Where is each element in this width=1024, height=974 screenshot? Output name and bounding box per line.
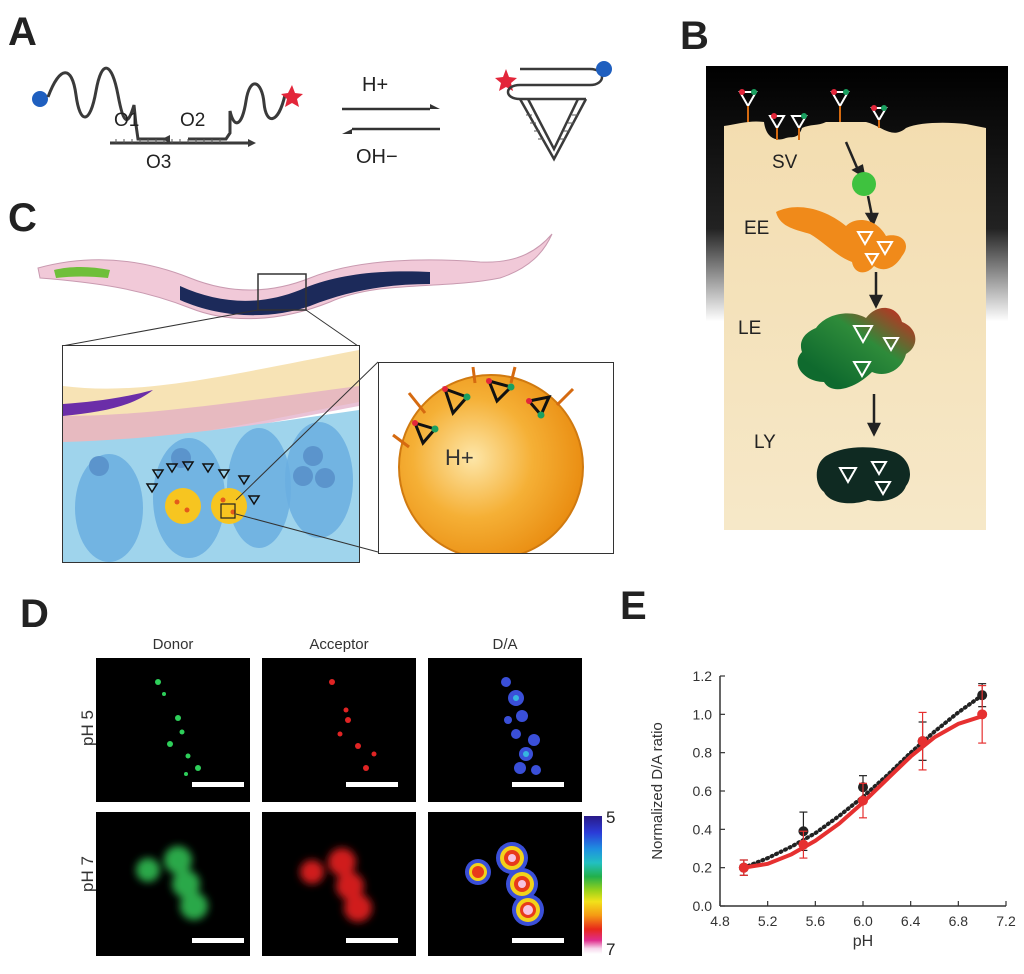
zoom-lines-1 [61, 309, 359, 347]
data-point [917, 736, 928, 747]
worm-intestine [180, 271, 430, 316]
vesicle-sv [852, 172, 876, 196]
y-tick-label: 0.0 [693, 898, 713, 914]
micrograph-donor-ph7 [96, 812, 250, 956]
y-tick-label: 0.8 [693, 745, 713, 761]
acceptor-star-icon-closed [495, 69, 517, 91]
endosome-large [398, 374, 584, 553]
ph-colorbar [584, 816, 602, 954]
panel-label-c: C [8, 196, 37, 240]
colorbar-tick-bottom: 7 [606, 940, 616, 959]
x-tick-label: 6.4 [901, 913, 921, 929]
strand-o2-path [188, 82, 287, 141]
endocytosis-diagram [706, 66, 1008, 530]
donor-fluorophore-icon-closed [596, 61, 612, 77]
micrograph-ratio-ph7 [428, 812, 582, 956]
data-point [798, 839, 809, 850]
dna-switch-schematic [32, 61, 612, 162]
panel-label-d: D [20, 592, 49, 636]
ph-calibration-chart: 4.8 5.2 5.6 6.0 6.4 6.8 7.2 0.0 0.2 0.4 0.6 0.8 1.0 1… [649, 668, 1016, 950]
data-point [977, 709, 988, 720]
x-tick-label: 7.2 [996, 913, 1016, 929]
strand-o1-path [46, 66, 170, 141]
data-point [738, 862, 749, 873]
column-header-acceptor: Acceptor [309, 636, 369, 653]
y-tick-label: 1.0 [693, 706, 713, 722]
label-le: LE [738, 318, 762, 339]
y-tick-label: 0.4 [693, 821, 713, 837]
micrograph-ratio-ph5 [428, 658, 582, 802]
y-tick-label: 1.2 [693, 668, 713, 684]
panel-label-b: B [680, 14, 709, 58]
x-axis-label: pH [853, 933, 873, 950]
strand-label-o2: O2 [180, 110, 206, 131]
worm-illustration [37, 233, 553, 320]
x-tick-label: 6.8 [949, 913, 969, 929]
x-tick-label: 5.2 [758, 913, 778, 929]
endosome-inset: H+ [378, 362, 614, 554]
proton-label: H+ [445, 445, 474, 470]
i-motif-path [506, 67, 604, 101]
donor-fluorophore-icon [32, 91, 48, 107]
y-tick-label: 0.2 [693, 860, 713, 876]
micrograph-donor-ph5 [96, 658, 250, 802]
panel-label-e: E [620, 584, 647, 628]
forward-reagent-label: H+ [362, 74, 389, 96]
y-axis-label: Normalized D/A ratio [649, 722, 666, 860]
strand-label-o3: O3 [146, 152, 172, 173]
y-tick-label: 0.6 [693, 783, 713, 799]
x-tick-label: 5.6 [806, 913, 826, 929]
row-label-ph7: pH 7 [77, 856, 97, 892]
label-sv: SV [772, 152, 798, 173]
endosome-small-1 [165, 488, 201, 524]
early-endosome [776, 207, 907, 273]
micrograph-acceptor-ph7 [262, 812, 416, 956]
micrograph-acceptor-ph5 [262, 658, 416, 802]
row-label-ph5: pH 5 [77, 710, 97, 746]
worm-zoom-box [257, 273, 307, 311]
label-ly: LY [754, 432, 776, 453]
zoom-lines-2 [235, 361, 379, 553]
x-tick-label: 6.0 [853, 913, 873, 929]
panel-label-a: A [8, 10, 37, 54]
data-point [858, 795, 868, 806]
late-endosome [797, 307, 916, 390]
column-header-donor: Donor [152, 636, 194, 653]
column-header-da: D/A [492, 636, 518, 653]
intestine-inset [62, 345, 360, 563]
reverse-reagent-label: OH− [356, 146, 398, 168]
worm-body [37, 233, 553, 320]
strand-label-o1: O1 [114, 110, 140, 131]
acceptor-star-icon [281, 85, 303, 107]
colorbar-tick-top: 5 [606, 808, 616, 827]
label-ee: EE [744, 218, 770, 239]
x-tick-label: 4.8 [710, 913, 730, 929]
lysosome [816, 447, 910, 504]
